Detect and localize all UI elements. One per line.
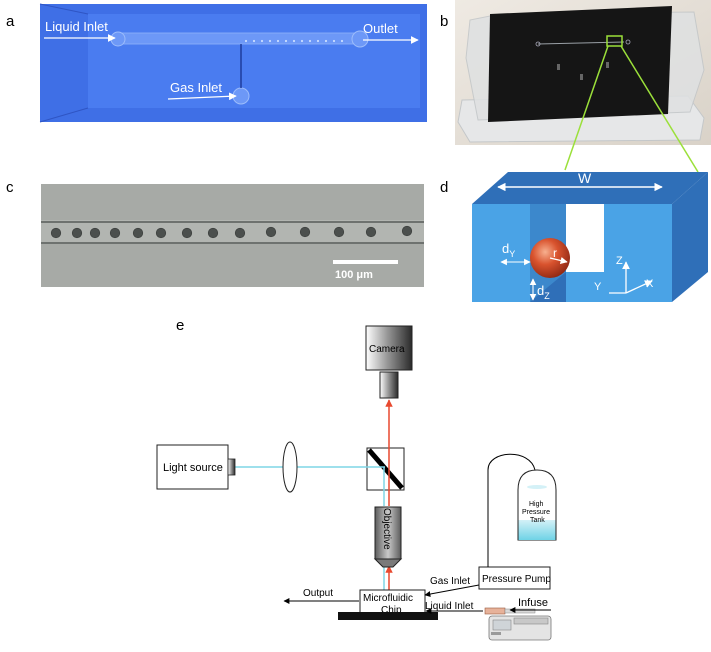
panel-d: d W r dY dZ Z Y X [440,170,708,302]
light-source-box [156,444,229,490]
axis-x-label: X [646,278,654,290]
syringe-pump [484,607,552,641]
cube-right-face [672,172,708,302]
bubble-train [244,39,344,43]
panel-a-letter: a [6,13,15,30]
tank-label-2: Pressure [522,509,550,516]
zoom-line-left [564,45,609,171]
main-channel [115,32,367,45]
panel-b-letter: b [440,13,448,30]
objective-label: Objective [381,508,392,550]
chip-bevel-left [39,3,89,15]
panel-d-letter: d [440,179,448,196]
pressure-pump-label: Pressure Pump [482,574,551,585]
chip-mark-3 [606,62,609,68]
gas-inlet-label: Gas Inlet [170,80,222,95]
gas-inlet-arrow [167,92,237,101]
microfluidic-chip-label-2: Chip [381,605,402,616]
radius-arrow [549,257,568,265]
infuse-label: Infuse [518,597,548,609]
chip-port-photo-1 [535,41,541,47]
axis-z-label: Z [616,255,623,267]
black-chip [488,6,672,122]
micrograph-channel [41,220,424,244]
panel-c: c 100 μm [6,179,424,287]
scale-bar [333,260,398,264]
axis-x [625,280,653,294]
panel-e-letter: e [176,317,184,334]
microfluidic-chip-label-1: Microfluidic [363,593,413,604]
output-label: Output [303,588,333,599]
chip-channel-photo [537,41,625,45]
chip-mark-2 [580,74,583,80]
liquid-inlet-port [110,31,126,47]
chip-bevel-bottom [39,107,89,123]
camera-body [365,325,413,371]
tank-label-1: High [529,501,544,508]
panel-e: e Camera Light source Objective Microflu… [156,317,557,641]
chip-port-photo-2 [625,39,631,45]
objective-body [374,506,402,560]
pressure-line [487,453,536,567]
light-source-nozzle [227,458,236,476]
chip-mark-1 [557,64,560,70]
panel-b: b [440,0,711,145]
outlet-port [351,30,369,48]
gas-inlet-e-label: Gas Inlet [430,576,470,587]
camera-lens-tube [379,371,399,399]
outlet-label: Outlet [363,21,398,36]
scale-bar-label: 100 μm [335,269,373,281]
tank-liquid [518,520,556,540]
microscope-stage [338,612,438,620]
light-source-label: Light source [163,462,223,474]
beam-splitter-mirror [367,448,404,490]
dy-label: dY [502,241,515,259]
micro-bubbles [50,225,413,239]
liquid-inlet-e-label: Liquid Inlet [425,601,474,612]
tank-highlight [527,485,547,489]
zoom-line-right [620,45,699,173]
panel-c-letter: c [6,179,14,196]
focusing-lens [282,441,298,493]
dz-label: dZ [537,283,550,301]
zoom-box [606,35,623,47]
pressure-pump-box [478,566,551,590]
cube-inner-opening [566,204,604,272]
panel-a: a Liquid Inlet Outlet Gas Inlet [6,3,427,123]
objective-tip [373,558,403,568]
axis-y-label: Y [594,281,602,293]
liquid-inlet-label: Liquid Inlet [45,19,108,34]
tank-label-3: Tank [530,517,545,524]
gas-inlet-line [424,584,480,597]
camera-label: Camera [369,344,405,355]
radius-label: r [553,246,557,260]
width-label: W [578,170,592,186]
